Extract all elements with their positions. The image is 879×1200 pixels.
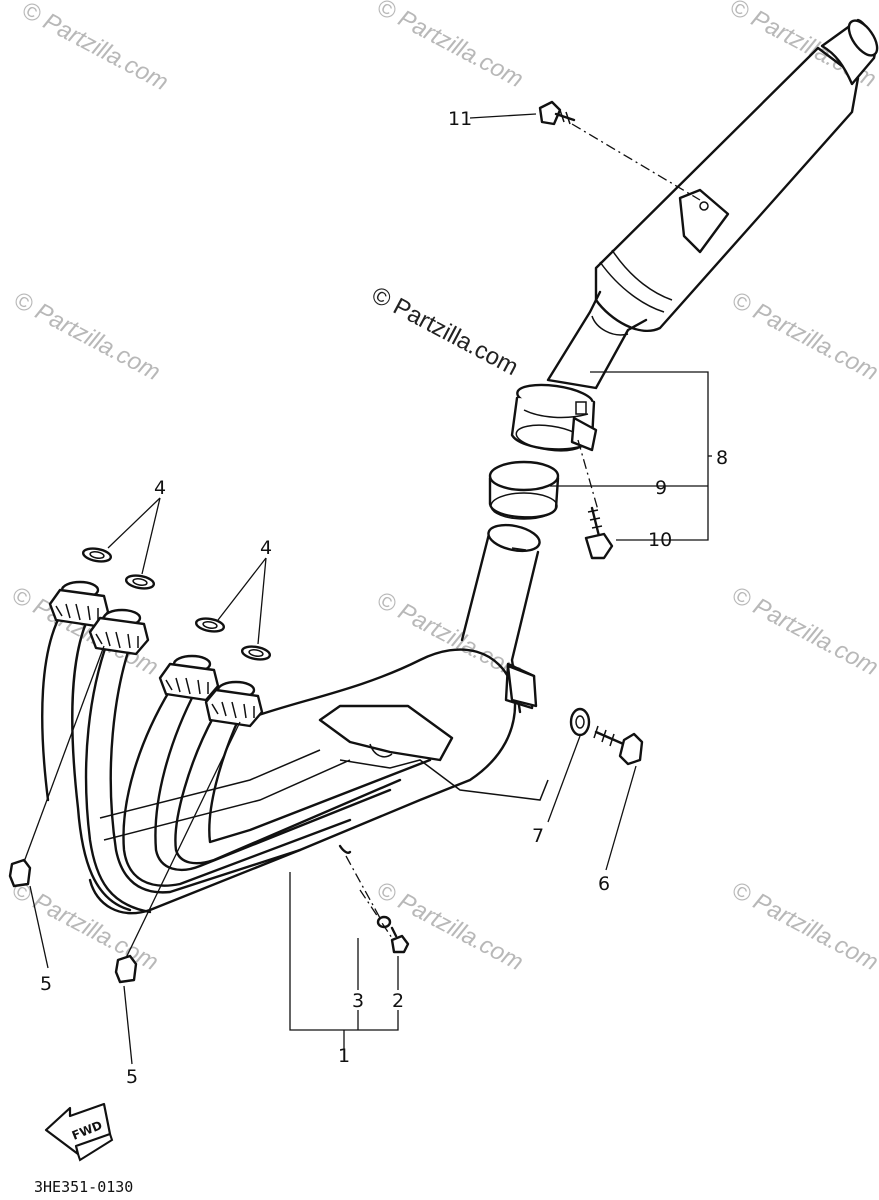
callout-11: 11 <box>448 108 472 130</box>
bolt-11 <box>538 100 576 126</box>
watermark: © Partzilla.com <box>727 581 879 681</box>
watermark: © Partzilla.com <box>17 0 172 96</box>
watermark: © Partzilla.com <box>9 286 164 386</box>
watermark: © Partzilla.com <box>7 876 162 976</box>
callout-10: 10 <box>648 529 672 551</box>
bolt-6 <box>593 725 644 766</box>
callout-5: 5 <box>126 1066 138 1088</box>
callout-3: 3 <box>352 990 364 1012</box>
watermark: © Partzilla.com <box>727 286 879 386</box>
gasket <box>488 460 560 520</box>
washer-7 <box>569 707 591 737</box>
center-watermark: © Partzilla.com <box>367 281 522 381</box>
watermarks: © Partzilla.com © Partzilla.com © Partzi… <box>7 0 879 976</box>
callout-1: 1 <box>338 1045 350 1067</box>
callout-8: 8 <box>716 447 728 469</box>
exhaust-pipe-assembly <box>41 523 549 915</box>
fwd-arrow-icon: FWD <box>44 1102 114 1162</box>
diagram-code: 3HE351-0130 <box>34 1178 133 1196</box>
callout-5: 5 <box>40 973 52 995</box>
clamp <box>510 383 598 452</box>
collector-grommet <box>338 844 352 854</box>
muffler <box>546 18 879 390</box>
callout-6: 6 <box>598 873 610 895</box>
washers-4 <box>81 547 272 661</box>
nuts-5 <box>8 858 138 984</box>
leader-lines <box>23 113 712 1065</box>
screw-2 <box>390 926 410 954</box>
watermark: © Partzilla.com <box>372 876 527 976</box>
callout-labels: 1 2 3 4 4 5 5 6 7 8 9 10 11 <box>40 108 728 1088</box>
watermark: © Partzilla.com <box>372 0 527 93</box>
header-flanges <box>48 580 264 728</box>
callout-2: 2 <box>392 990 404 1012</box>
callout-7: 7 <box>532 825 544 847</box>
alignment-lines <box>345 123 701 939</box>
watermark: © Partzilla.com <box>727 876 879 976</box>
callout-4: 4 <box>154 477 166 499</box>
callout-4: 4 <box>260 537 272 559</box>
bolt-10 <box>584 506 614 560</box>
callout-9: 9 <box>655 477 667 499</box>
